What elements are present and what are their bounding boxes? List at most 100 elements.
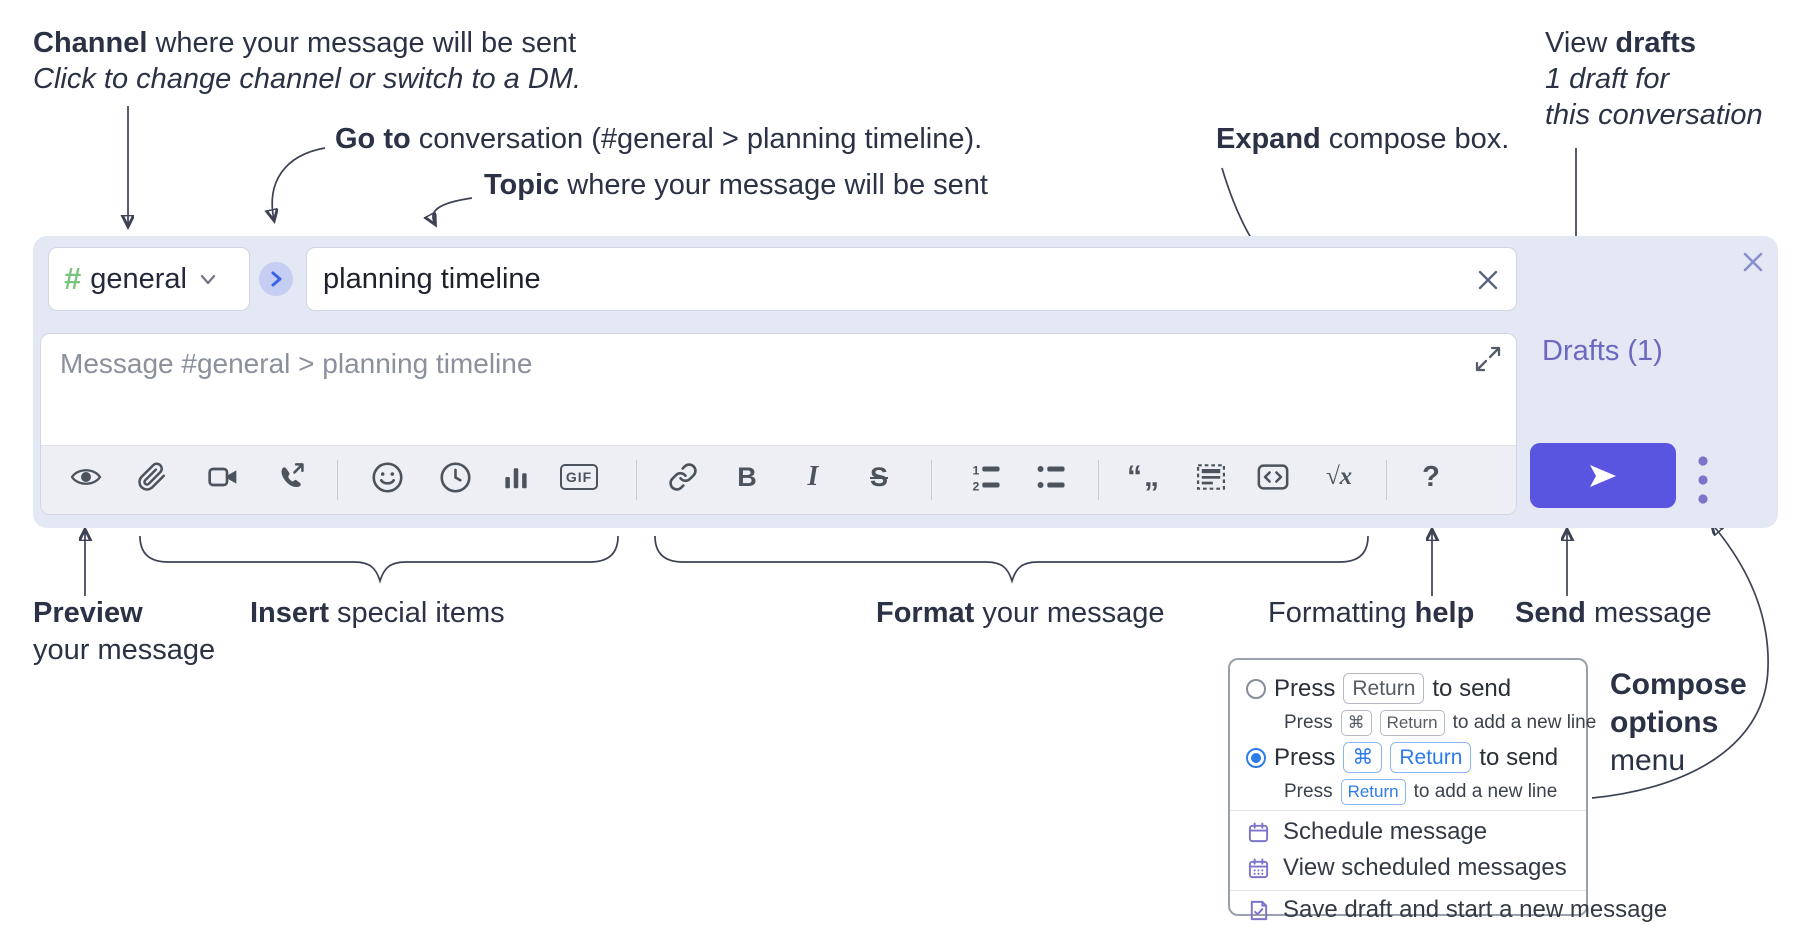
- goto-pointer-curve: [272, 147, 326, 220]
- radio-unselected-icon[interactable]: [1246, 678, 1266, 699]
- channel-hash-icon: #: [64, 261, 82, 296]
- calendar-icon: [1248, 821, 1269, 842]
- toolbar-divider: [337, 460, 338, 500]
- chevron-right-icon: [271, 271, 282, 287]
- link-icon: [669, 463, 697, 491]
- chevron-down-icon: [200, 274, 216, 285]
- expand-annotation: Expand compose box.: [1216, 123, 1510, 155]
- compose-options-menu-button[interactable]: [1690, 451, 1716, 509]
- view-drafts-annotation-line2: 1 draft for: [1545, 63, 1670, 95]
- add-gif-button[interactable]: GIF: [559, 460, 599, 494]
- attach-file-button[interactable]: [135, 460, 169, 494]
- eye-icon: [70, 469, 102, 485]
- return-keycap: Return: [1379, 710, 1445, 736]
- channel-selector[interactable]: # general: [48, 247, 250, 311]
- format-annotation: Format your message: [876, 597, 1165, 629]
- link-button[interactable]: [666, 460, 700, 494]
- send-option-cmd-enter-sub: Press Return to add a new line: [1284, 779, 1557, 805]
- popup-divider: [1230, 810, 1586, 811]
- quote-button[interactable]: “„: [1127, 460, 1161, 494]
- clock-icon: [439, 461, 471, 493]
- strikethrough-button[interactable]: S: [862, 460, 896, 494]
- goto-annotation: Go to conversation (#general > planning …: [335, 123, 983, 155]
- bold-icon: B: [737, 461, 757, 492]
- send-option-cmd-enter[interactable]: Press ⌘ Return to send: [1246, 742, 1558, 773]
- start-voice-call-button[interactable]: [274, 460, 308, 494]
- phone-call-icon: [281, 463, 304, 487]
- preview-button[interactable]: [69, 460, 103, 494]
- channel-name: general: [90, 262, 187, 295]
- toolbar-divider: [1098, 460, 1099, 500]
- topic-input[interactable]: [307, 248, 1516, 310]
- bulleted-list-button[interactable]: [1034, 460, 1068, 494]
- strikethrough-icon: S: [869, 461, 888, 492]
- message-input[interactable]: [41, 334, 1516, 446]
- svg-text:2: 2: [972, 480, 979, 493]
- bold-button[interactable]: B: [730, 460, 764, 494]
- paperclip-icon: [138, 462, 166, 491]
- kebab-menu-icon: [1698, 456, 1708, 504]
- math-latex-icon: √x: [1325, 463, 1353, 490]
- compose-options-popup: Press Return to send Press ⌘ Return to a…: [1228, 658, 1667, 923]
- bulleted-list-icon: [1037, 466, 1065, 488]
- emoji-button[interactable]: [370, 460, 404, 494]
- numbered-list-button[interactable]: 1 2: [969, 460, 1003, 494]
- send-icon: [1590, 464, 1616, 487]
- video-camera-icon: [208, 467, 237, 487]
- preview-annotation: Preview: [33, 597, 143, 629]
- cmd-keycap: ⌘: [1343, 742, 1383, 773]
- insert-annotation: Insert special items: [250, 597, 505, 629]
- compose-options-annotation: Compose options menu: [1610, 668, 1747, 777]
- start-video-call-button[interactable]: [206, 460, 240, 494]
- expand-compose-button[interactable]: [1473, 344, 1503, 374]
- send-option-enter-sub: Press ⌘ Return to add a new line: [1284, 710, 1596, 736]
- italic-icon: I: [807, 461, 819, 492]
- view-drafts-annotation: View drafts: [1545, 27, 1696, 59]
- send-annotation: Send message: [1515, 597, 1712, 629]
- expand-icon: [1475, 346, 1501, 372]
- message-area: GIF B I S: [40, 333, 1517, 515]
- formatting-help-button[interactable]: ?: [1414, 460, 1448, 494]
- smiley-icon: [371, 461, 403, 493]
- svg-text:1: 1: [972, 464, 979, 478]
- save-draft-item[interactable]: Save draft and start a new message: [1247, 896, 1667, 924]
- insert-brace: [139, 535, 619, 584]
- calendar-days-icon: [1248, 857, 1269, 878]
- save-draft-icon: [1250, 900, 1268, 920]
- toolbar-divider: [636, 460, 637, 500]
- close-compose-button[interactable]: [1739, 248, 1767, 276]
- math-button[interactable]: √x: [1322, 460, 1356, 494]
- drafts-link[interactable]: Drafts (1): [1542, 335, 1663, 367]
- bar-chart-icon: [505, 468, 527, 489]
- view-drafts-annotation-line3: this conversation: [1545, 99, 1763, 131]
- spoiler-icon: [1196, 464, 1226, 490]
- popup-divider: [1230, 890, 1586, 891]
- topic-field: [306, 247, 1517, 311]
- format-brace: [654, 535, 1369, 584]
- add-poll-button[interactable]: [499, 460, 533, 494]
- italic-button[interactable]: I: [796, 460, 830, 494]
- question-mark-icon: ?: [1422, 460, 1440, 493]
- preview-annotation-line2: your message: [33, 634, 216, 666]
- code-button[interactable]: [1256, 460, 1290, 494]
- schedule-message-item[interactable]: Schedule message: [1247, 818, 1487, 846]
- send-option-enter[interactable]: Press Return to send: [1246, 673, 1511, 704]
- topic-pointer-curve: [433, 197, 473, 224]
- clear-topic-button[interactable]: [1474, 266, 1502, 294]
- send-button[interactable]: [1530, 443, 1676, 508]
- return-keycap: Return: [1340, 779, 1406, 805]
- return-keycap: Return: [1390, 742, 1472, 773]
- spoiler-button[interactable]: [1194, 460, 1228, 494]
- close-icon: [1743, 252, 1763, 272]
- radio-selected-icon[interactable]: [1246, 747, 1266, 768]
- go-to-conversation-button[interactable]: [259, 262, 293, 296]
- channel-annotation: Channel where your message will be sent: [33, 27, 577, 59]
- close-icon: [1478, 270, 1498, 290]
- add-global-time-button[interactable]: [438, 460, 472, 494]
- view-scheduled-messages-item[interactable]: View scheduled messages: [1247, 854, 1567, 882]
- channel-annotation-sub: Click to change channel or switch to a D…: [33, 63, 582, 95]
- formatting-help-annotation: Formatting help: [1268, 597, 1475, 629]
- topic-annotation: Topic where your message will be sent: [484, 169, 988, 201]
- toolbar-divider: [931, 460, 932, 500]
